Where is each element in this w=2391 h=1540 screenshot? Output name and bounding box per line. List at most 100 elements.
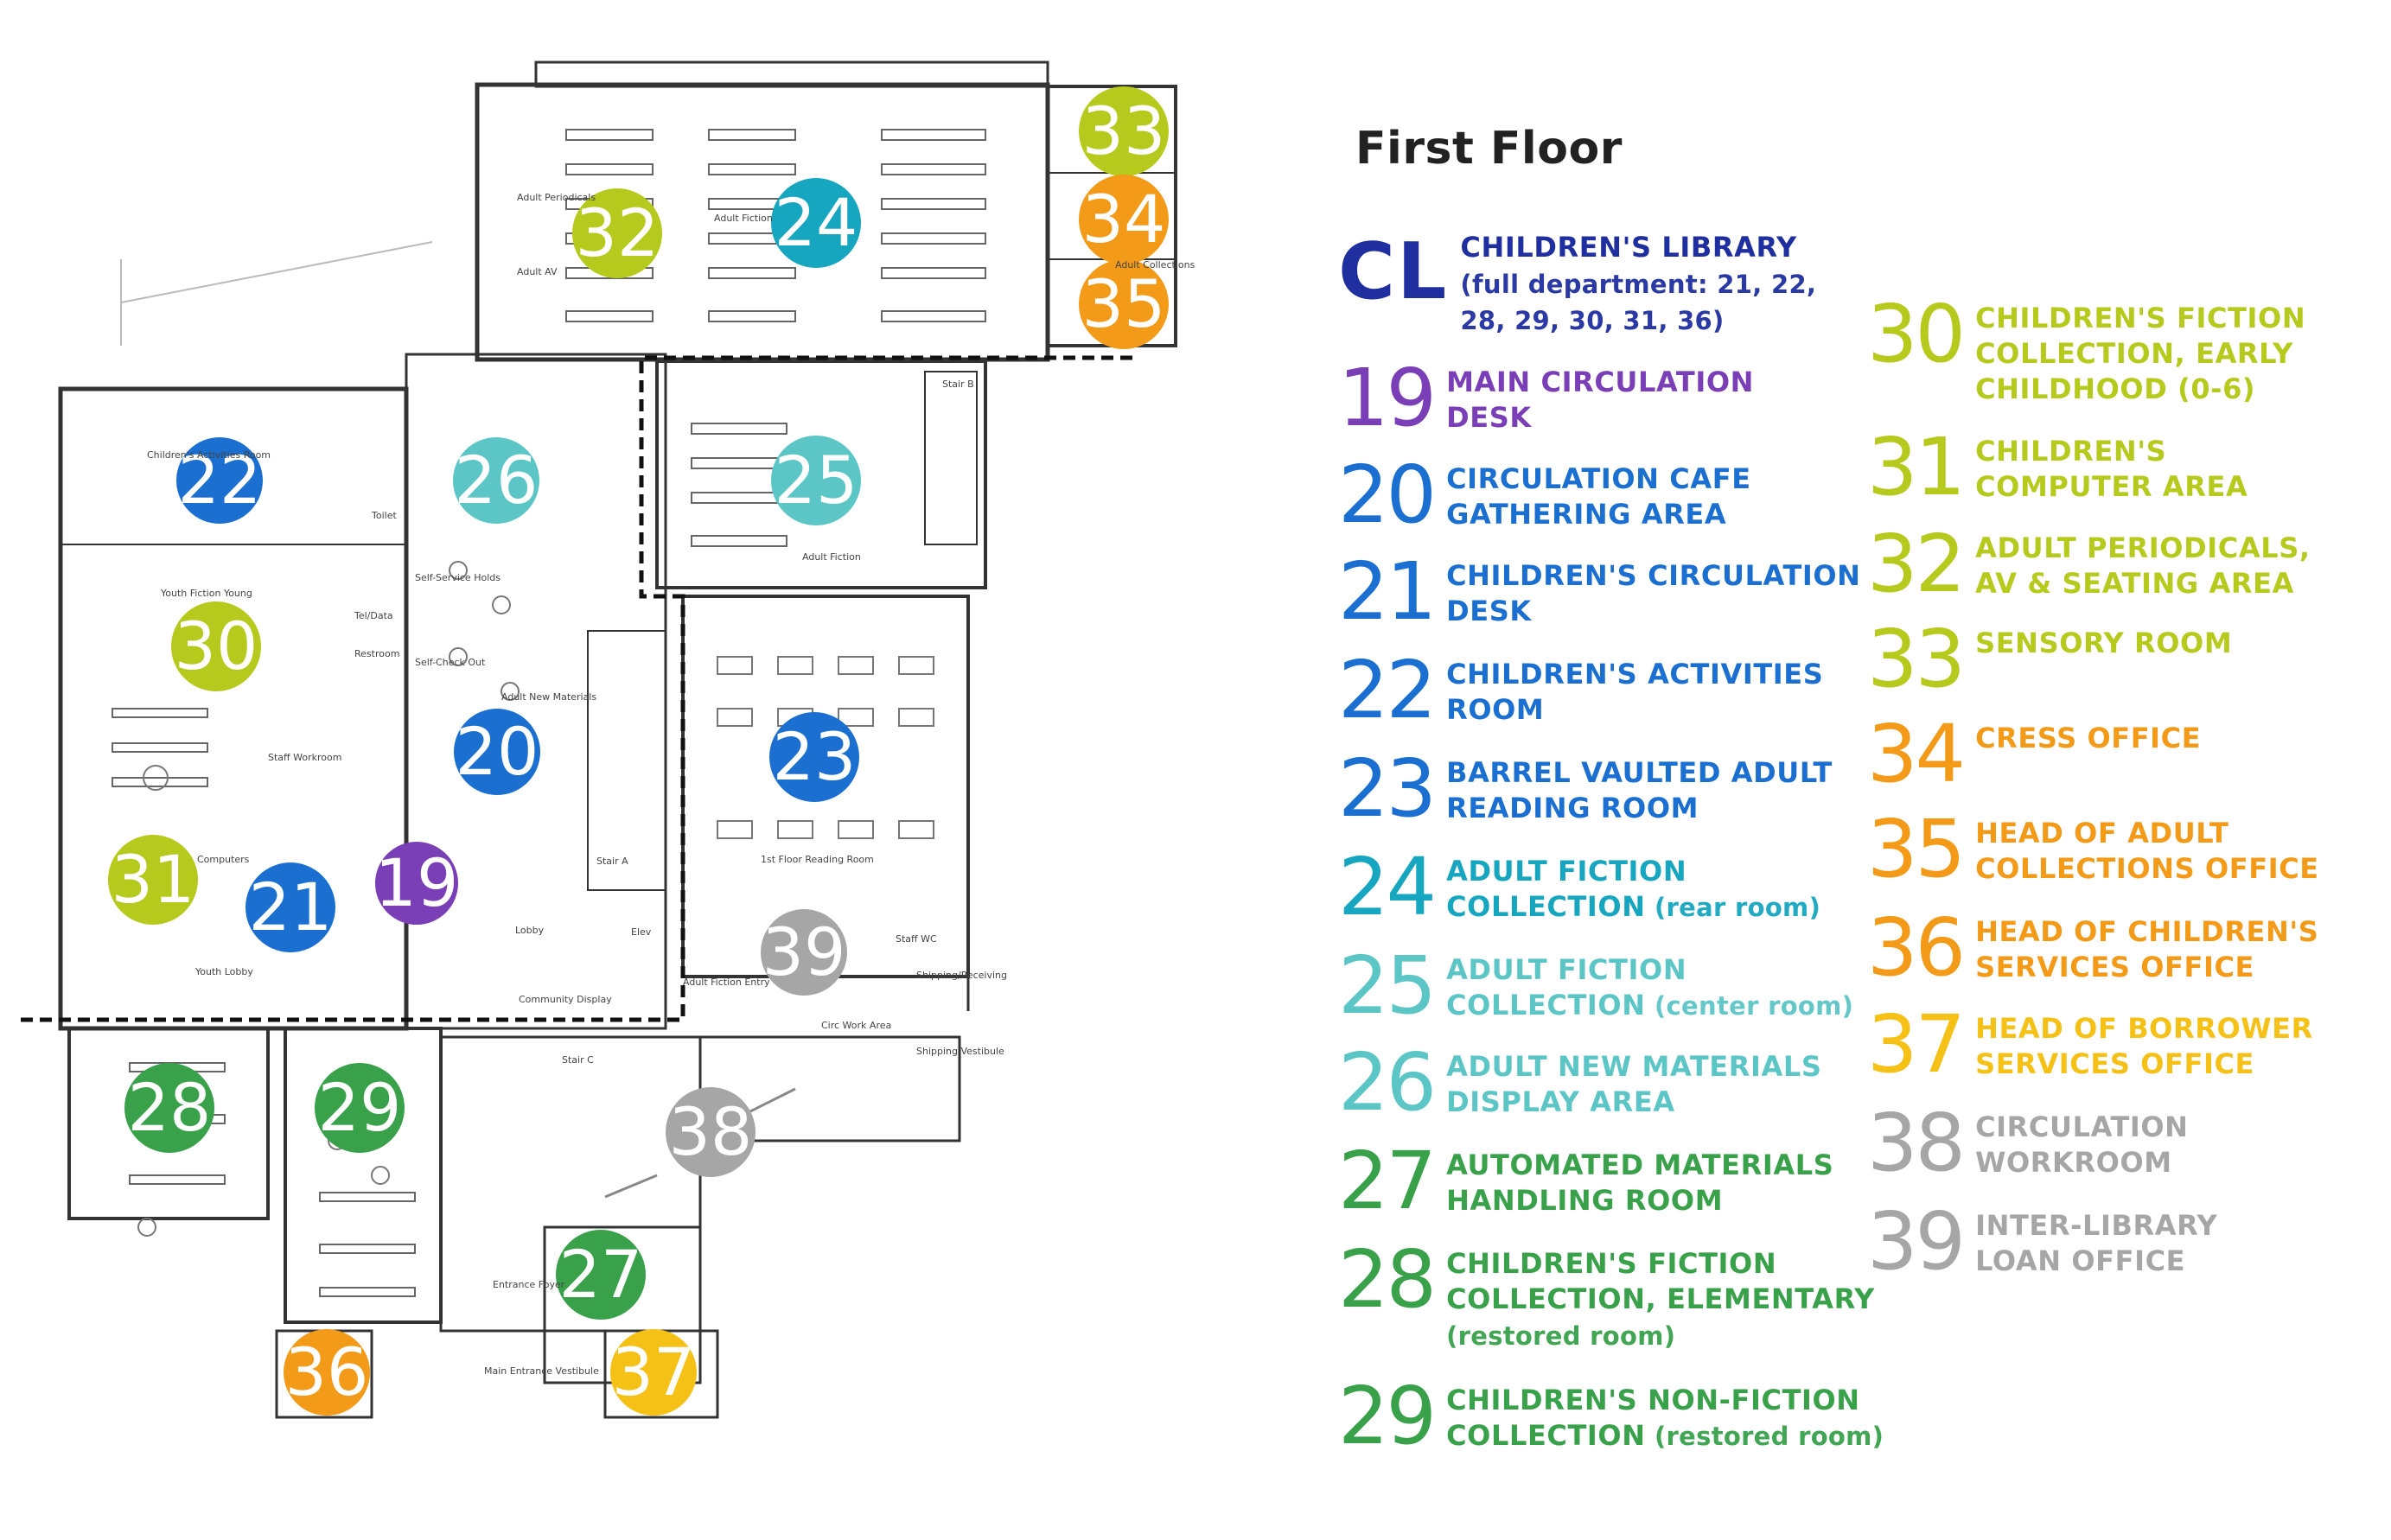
map-marker-circle bbox=[610, 1329, 697, 1416]
room-label: Youth Lobby bbox=[194, 966, 253, 977]
map-marker-circle bbox=[1079, 175, 1169, 264]
map-marker-number: 21 bbox=[249, 869, 333, 945]
room-label: Adult Fiction bbox=[802, 551, 861, 563]
legend-description: INTER-LIBRARY LOAN OFFICE bbox=[1975, 1208, 2217, 1279]
map-marker-number: 39 bbox=[762, 913, 846, 990]
room-label: Restroom bbox=[354, 648, 399, 659]
legend-description: HEAD OF BORROWER SERVICES OFFICE bbox=[1975, 1011, 2313, 1082]
map-marker-number: 32 bbox=[576, 194, 660, 271]
legend-description-sub: (rear room) bbox=[1645, 893, 1821, 922]
map-marker-number: 28 bbox=[128, 1069, 212, 1146]
legend-description-main: HEAD OF BORROWER SERVICES OFFICE bbox=[1975, 1012, 2313, 1080]
room-label: Lobby bbox=[515, 925, 545, 936]
map-marker-30: 30 bbox=[171, 601, 261, 691]
map-marker-number: 30 bbox=[175, 608, 258, 684]
room-label: Adult Collections bbox=[1115, 259, 1196, 270]
legend-description: HEAD OF CHILDREN'S SERVICES OFFICE bbox=[1975, 914, 2318, 985]
legend-description: ADULT PERIODICALS, AV & SEATING AREA bbox=[1975, 531, 2311, 601]
map-marker-37: 37 bbox=[610, 1329, 697, 1416]
legend-number: 35 bbox=[1867, 803, 1966, 895]
legend-description-main: MAIN CIRCULATION DESK bbox=[1446, 366, 1755, 434]
map-marker-22: 22 bbox=[176, 437, 263, 524]
legend-description-main: CIRCULATION WORKROOM bbox=[1975, 1110, 2189, 1179]
map-marker-31: 31 bbox=[108, 835, 198, 925]
legend-number: 25 bbox=[1338, 939, 1437, 1032]
room-label: Toilet bbox=[371, 510, 397, 521]
dashed-zone-outline bbox=[17, 355, 1132, 1022]
map-marker-number: 29 bbox=[318, 1069, 402, 1146]
map-marker-number: 31 bbox=[112, 841, 195, 918]
legend-number: 22 bbox=[1338, 644, 1437, 736]
map-marker-circle bbox=[556, 1230, 646, 1320]
legend-description-main: ADULT FICTION COLLECTION bbox=[1446, 855, 1687, 923]
legend-number: 39 bbox=[1867, 1195, 1966, 1288]
map-marker-35: 35 bbox=[1079, 259, 1169, 349]
legend-description: SENSORY ROOM bbox=[1975, 626, 2232, 661]
legend-number: 19 bbox=[1338, 352, 1437, 444]
legend-description-main: INTER-LIBRARY LOAN OFFICE bbox=[1975, 1209, 2218, 1277]
furniture bbox=[134, 561, 934, 1237]
legend-number: CL bbox=[1338, 226, 1449, 317]
room-label: Main Entrance Vestibule bbox=[484, 1365, 599, 1377]
map-marker-25: 25 bbox=[771, 436, 861, 525]
legend-number: 34 bbox=[1867, 708, 1966, 800]
room-label: Entrance Foyer bbox=[493, 1279, 565, 1290]
entrance-arrows bbox=[604, 1087, 796, 1199]
map-marker-circle bbox=[315, 1063, 405, 1153]
legend-description-sub: (center room) bbox=[1645, 991, 1854, 1021]
room-label: Adult Fiction bbox=[714, 213, 773, 224]
room-label: Adult New Materials bbox=[501, 691, 596, 703]
legend-description: BARREL VAULTED ADULT READING ROOM bbox=[1446, 755, 1833, 826]
legend-description-main: CHILDREN'S NON-FICTION COLLECTION bbox=[1446, 1384, 1860, 1452]
legend-description-main: SENSORY ROOM bbox=[1975, 627, 2233, 659]
legend-description: CHILDREN'S FICTION COLLECTION, EARLY CHI… bbox=[1975, 301, 2305, 407]
legend-number: 37 bbox=[1867, 998, 1966, 1091]
legend-description: CHILDREN'S FICTION COLLECTION, ELEMENTAR… bbox=[1446, 1246, 1875, 1354]
legend-number: 33 bbox=[1867, 613, 1966, 705]
room-label: Tel/Data bbox=[354, 610, 393, 621]
legend-item-33: 33 SENSORY ROOM bbox=[1867, 613, 2232, 705]
map-marker-21: 21 bbox=[245, 862, 335, 952]
legend-description: CIRCULATION WORKROOM bbox=[1975, 1110, 2189, 1180]
legend-description-main: ADULT FICTION COLLECTION bbox=[1446, 953, 1687, 1021]
map-marker-circle bbox=[176, 437, 263, 524]
legend-number: 36 bbox=[1867, 901, 1966, 994]
map-marker-number: 26 bbox=[455, 442, 539, 519]
legend-number: 28 bbox=[1338, 1233, 1437, 1326]
map-marker-circle bbox=[1079, 259, 1169, 349]
legend-description: HEAD OF ADULT COLLECTIONS OFFICE bbox=[1975, 816, 2319, 887]
legend-number: 29 bbox=[1338, 1370, 1437, 1462]
map-marker-number: 27 bbox=[559, 1236, 643, 1313]
legend-description-main: ADULT PERIODICALS, AV & SEATING AREA bbox=[1975, 531, 2311, 600]
map-marker-circle bbox=[666, 1087, 756, 1177]
legend-description-main: ADULT NEW MATERIALS DISPLAY AREA bbox=[1446, 1050, 1822, 1118]
map-marker-28: 28 bbox=[124, 1063, 214, 1153]
legend-description-main: CHILDREN'S LIBRARY bbox=[1460, 231, 1797, 264]
map-marker-circle bbox=[124, 1063, 214, 1153]
legend-description: ADULT FICTION COLLECTION (center room) bbox=[1446, 952, 1853, 1024]
map-marker-33: 33 bbox=[1079, 86, 1169, 176]
map-marker-26: 26 bbox=[453, 437, 539, 524]
room-label: Adult Periodicals bbox=[517, 192, 596, 203]
legend-description: CHILDREN'S CIRCULATION DESK bbox=[1446, 558, 1860, 629]
room-label: Shipping/Receiving bbox=[916, 970, 1007, 981]
room-label: Self-Check Out bbox=[415, 657, 486, 668]
room-label: Community Display bbox=[519, 994, 612, 1005]
room-label: Computers bbox=[197, 854, 250, 865]
legend-number: 20 bbox=[1338, 449, 1437, 541]
map-marker-circle bbox=[771, 436, 861, 525]
map-marker-39: 39 bbox=[761, 909, 847, 996]
legend-description: CIRCULATION CAFE GATHERING AREA bbox=[1446, 461, 1751, 532]
room-label: Adult AV bbox=[517, 266, 558, 277]
room-label: Adult Fiction Entry bbox=[683, 977, 770, 988]
